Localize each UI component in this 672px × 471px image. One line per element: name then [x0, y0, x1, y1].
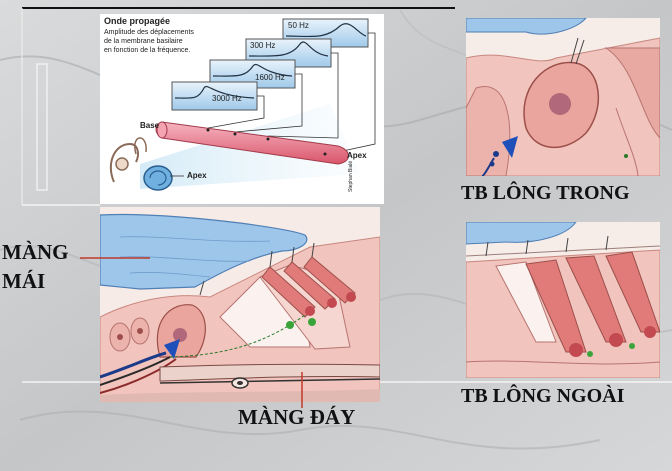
frequency-label-50hz: 50 Hz	[288, 21, 309, 30]
wave-subtitle-2: de la membrane basilaire	[104, 38, 183, 45]
outer-hair-cell-label: TB LÔNG NGOÀI	[461, 385, 625, 407]
base-label: Base	[140, 121, 160, 130]
basilar-membrane-label: MÀNG ĐÁY	[238, 405, 356, 429]
wave-subtitle-1: Amplitude des déplacements	[104, 29, 194, 36]
wave-propagation-illustration	[109, 18, 376, 191]
tectorial-membrane-label-line2: MÁI	[2, 269, 46, 293]
wave-propagation-panel: Onde propagée Amplitude des déplacements…	[100, 14, 384, 204]
outer-hair-cell-panel	[466, 222, 660, 378]
apex-label-top: Apex	[347, 151, 367, 160]
wave-title: Onde propagée	[104, 16, 171, 26]
outer-hair-cell-illustration	[466, 222, 660, 378]
wave-subtitle-3: en fonction de la fréquence.	[104, 47, 191, 54]
inner-hair-cell-label: TB LÔNG TRONG	[461, 182, 630, 204]
frequency-label-3000hz: 3000 Hz	[212, 94, 242, 103]
inner-hair-cell-panel	[466, 18, 660, 176]
organ-of-corti-illustration	[100, 207, 380, 402]
frequency-label-1600hz: 1600 Hz	[255, 73, 285, 82]
frequency-label-300hz: 300 Hz	[250, 41, 276, 50]
tectorial-membrane-label-line1: MÀNG	[2, 240, 69, 264]
apex-label-bottom: Apex	[187, 171, 207, 180]
inner-hair-cell-illustration	[466, 18, 660, 176]
organ-of-corti-panel	[100, 207, 380, 402]
